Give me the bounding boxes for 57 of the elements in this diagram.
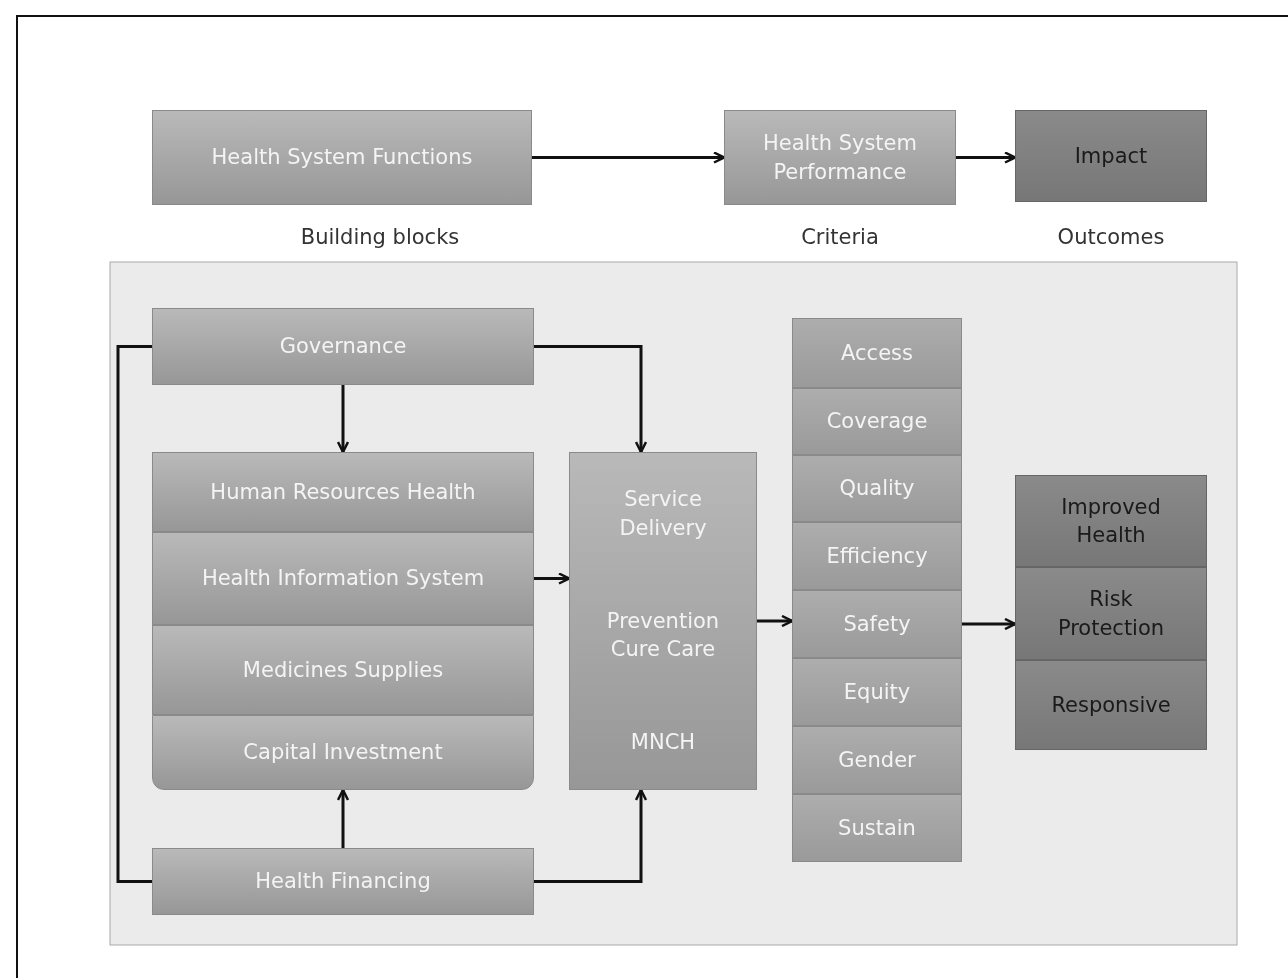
function-box [724,110,956,205]
box-label: Equity [843,678,911,706]
criteria-box [792,590,962,658]
stage-caption: Outcomes [1057,225,1165,249]
connector-line [116,345,152,883]
box-label: Medicines Supplies [242,656,444,684]
arrow [336,788,350,848]
criteria-box [792,388,962,455]
box-label: Service Delivery [618,486,708,542]
stage-caption: Building blocks [300,225,460,249]
arrow [534,345,648,454]
criteria-box [792,726,962,794]
box-label: Safety [843,610,911,638]
arrow [534,572,571,585]
criteria-box [792,794,962,862]
box-label: MNCH [630,729,696,757]
outcome-box [1015,475,1207,567]
outcome-box [1015,110,1207,202]
criteria-box [792,455,962,522]
box-label: Improved Health [1060,493,1162,549]
function-box [152,110,532,205]
box-label: Gender [838,746,916,774]
function-box [152,625,534,715]
function-box [152,715,534,790]
box-label: Quality [839,475,915,503]
box-label: Health Financing [255,868,431,896]
box-label: Prevention Cure Care [605,607,721,664]
box-label: Sustain [838,814,916,842]
function-box [152,452,534,532]
box-label: Health Information System [201,565,485,593]
criteria-box [792,658,962,726]
outcome-box [1015,660,1207,750]
criteria-box [792,522,962,590]
box-label: Access [841,339,913,367]
outcome-box [1015,567,1207,660]
arrow [962,617,1017,631]
arrow [336,385,350,454]
arrow [534,788,648,883]
function-box [569,452,757,790]
arrow [532,151,726,164]
arrow [956,151,1017,164]
box-label: Health System Functions [211,144,473,172]
box-label: Governance [279,333,407,361]
outcome-box [152,848,534,915]
box-label: Health System Performance [762,130,918,186]
box-label: Responsive [1051,691,1171,719]
arrow [757,614,794,628]
function-box [152,532,534,625]
box-label: Capital Investment [243,739,443,767]
stage-caption: Criteria [801,225,879,249]
box-label: Human Resources Health [210,478,476,506]
box-label: Impact [1074,142,1148,170]
function-box [152,308,534,385]
box-label: Coverage [826,408,928,436]
box-label: Risk Protection [1056,586,1166,642]
criteria-box [792,318,962,388]
box-label: Efficiency [826,542,928,570]
